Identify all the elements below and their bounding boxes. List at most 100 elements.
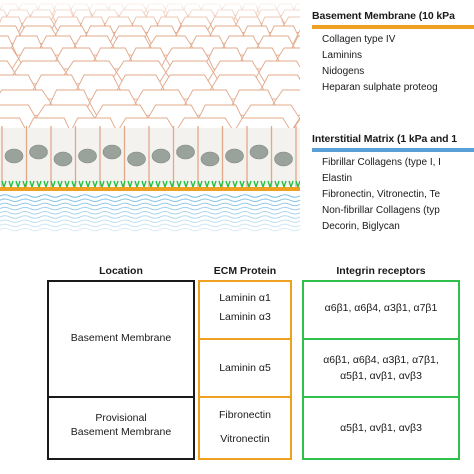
protein-cell-laminin-a1-a3 [198,280,292,340]
interstitial-matrix-bar [312,148,474,152]
integrins-row2-line2: α5β1, αvβ1, αvβ3 [340,370,422,382]
nucleus [4,148,24,164]
list-item: Nidogens [322,64,474,80]
matrix-fiber [0,219,300,223]
protein-cell-laminin-a5 [198,340,292,398]
nucleus [151,148,171,164]
protein-laminin-a1: Laminin α1 [219,292,271,304]
list-item: Decorin, Biglycan [322,219,474,235]
integrin-mark [260,180,266,188]
nucleus [127,151,146,167]
nucleus [274,151,293,167]
integrin-mark [288,180,294,188]
matrix-fiber [0,211,300,215]
matrix-fiber [0,198,300,202]
integrin-anchors [1,180,300,188]
list-item: Collagen type IV [322,32,474,48]
basement-membrane-list: Collagen type IV Laminins Nidogens Hepar… [322,32,474,96]
location-basement-membrane: Basement Membrane [70,332,172,344]
integrin-mark [85,180,91,188]
epithelium-illustration [0,0,300,232]
protein-laminin-a3: Laminin α3 [219,311,271,323]
nucleus [225,148,244,164]
interstitial-matrix-list: Fibrillar Collagens (type I, I Elastin F… [322,155,474,235]
integrin-mark [8,180,14,188]
integrin-mark [141,180,147,188]
integrin-mark [78,180,84,188]
integrin-mark [106,180,112,188]
list-item: Elastin [322,171,474,187]
nucleus [29,144,48,160]
location-provisional-line1: Provisional [95,412,147,424]
matrix-fiber [0,194,300,198]
nucleus [102,144,122,160]
integrin-mark [267,180,273,188]
integrins-row1: α6β1, α6β4, α3β1, α7β1 [324,302,438,314]
columnar-cell-layer [0,126,300,187]
integrin-mark [99,180,105,188]
matrix-fiber [0,206,300,211]
integrin-mark [120,180,126,188]
integrin-mark [253,180,259,188]
protein-vitronectin: Vitronectin [220,433,270,445]
header-ecm-protein: ECM Protein [213,265,277,277]
integrin-mark [43,180,49,188]
integrins-row3: α5β1, αvβ1, αvβ3 [340,422,422,434]
integrin-mark [281,180,287,188]
integrin-cell-row1 [302,280,460,340]
protein-fibronectin: Fibronectin [219,409,271,421]
integrin-mark [22,180,28,188]
interstitial-matrix-title: Interstitial Matrix (1 kPa and 1 [312,133,458,145]
list-item: Fibrillar Collagens (type I, I [322,155,474,171]
integrin-mark [225,180,231,188]
integrin-mark [295,180,300,188]
basement-membrane-title: Basement Membrane (10 kPa [312,10,455,22]
integrin-mark [232,180,238,188]
integrin-mark [134,180,140,188]
integrin-mark [183,180,189,188]
integrin-mark [29,180,35,188]
integrin-mark [218,180,224,188]
matrix-fiber [0,215,300,219]
integrin-mark [1,180,7,188]
location-cell-provisional [47,398,195,460]
integrin-mark [92,180,98,188]
header-location: Location [99,265,143,277]
basal-lamina [0,187,300,191]
integrin-mark [211,180,217,188]
integrin-mark [36,180,42,188]
integrin-mark [169,180,175,188]
integrin-mark [15,180,21,188]
integrin-mark [71,180,77,188]
nucleus [249,144,269,160]
list-item: Heparan sulphate proteog [322,80,474,96]
nucleus [53,151,73,167]
integrin-mark [57,180,63,188]
integrin-mark [176,180,182,188]
header-integrin-receptors: Integrin receptors [336,265,426,277]
list-item: Non-fibrillar Collagens (typ [322,203,474,219]
matrix-fiber [0,223,300,228]
integrin-mark [162,180,168,188]
location-cell-basement-membrane [47,280,195,398]
integrin-mark [148,180,154,188]
list-item: Fibronectin, Vitronectin, Te [322,187,474,203]
interstitial-matrix-waves [0,194,300,232]
list-item: Laminins [322,48,474,64]
location-provisional-line2: Basement Membrane [70,426,172,438]
integrin-mark [274,180,280,188]
integrin-mark [113,180,119,188]
nucleus [200,151,220,167]
matrix-fiber [0,202,300,207]
integrin-mark [50,180,56,188]
integrin-mark [204,180,210,188]
integrin-mark [190,180,196,188]
protein-laminin-a5: Laminin α5 [219,362,271,374]
matrix-fiber [0,227,300,232]
integrin-mark [246,180,252,188]
integrin-mark [197,180,203,188]
integrin-mark [64,180,70,188]
integrin-mark [239,180,245,188]
nucleus [176,144,195,160]
integrin-cell-row3 [302,398,460,460]
